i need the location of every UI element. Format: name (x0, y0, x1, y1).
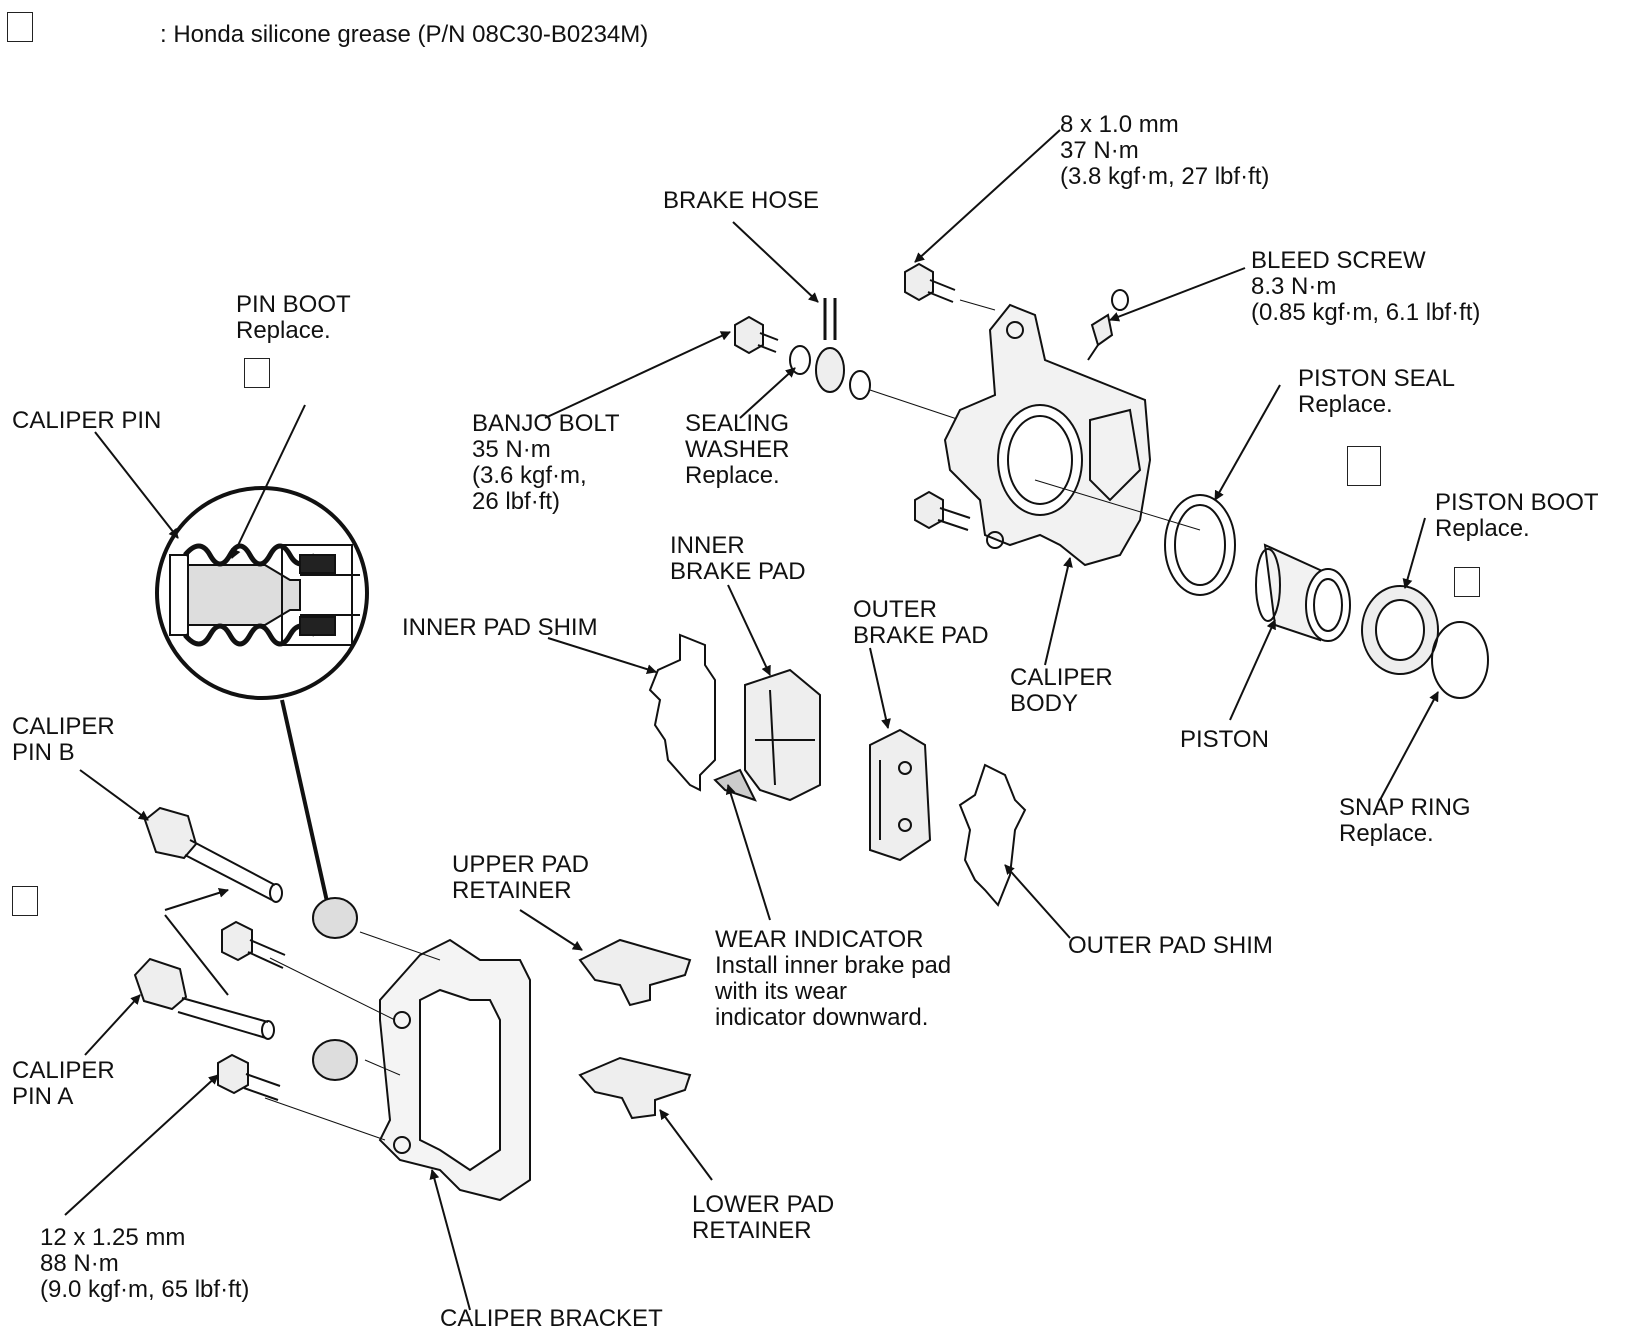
piston-part (1255, 543, 1351, 642)
label-brake-hose: BRAKE HOSE (663, 187, 820, 214)
snap-ring-part (1431, 621, 1489, 699)
upper-pad-retainer-part (578, 938, 692, 1007)
caliper-pin-b-part (143, 806, 283, 903)
grease-symbol-piston-boot (1454, 567, 1480, 597)
caliper-body-part (943, 303, 1152, 567)
inner-brake-pad-part (713, 668, 821, 802)
sealing-washers (789, 345, 871, 400)
piston-seal-part (1164, 494, 1236, 596)
outer-pad-shim-part (958, 763, 1027, 907)
grease-legend-text: : Honda silicone grease (P/N 08C30-B0234… (160, 21, 649, 48)
caliper-bracket-part (378, 938, 531, 1202)
label-piston: PISTON (1180, 726, 1269, 753)
leader-lines (64, 129, 1439, 1311)
label-caliper-pin: CALIPER PIN (12, 407, 162, 434)
grease-symbol-piston-seal (1347, 446, 1381, 486)
grease-symbol-legend (7, 12, 33, 42)
label-caliper-bracket: CALIPER BRACKET (440, 1305, 663, 1332)
grease-symbol-caliper-pins (12, 886, 38, 916)
caliper-pin-a-part (133, 957, 275, 1040)
caliper-pin-detail-view (155, 486, 369, 700)
bracket-bolts (217, 920, 286, 1101)
caliper-body-bolts (904, 262, 971, 531)
lower-pad-retainer-part (578, 1056, 692, 1120)
inner-pad-shim-part (648, 633, 716, 792)
brake-hose-part (815, 298, 845, 393)
outer-brake-pad-part (869, 728, 932, 862)
label-outer-pad-shim: OUTER PAD SHIM (1068, 932, 1273, 959)
pin-boots (312, 897, 358, 1081)
banjo-bolt-part (734, 315, 779, 355)
label-inner-pad-shim: INNER PAD SHIM (402, 614, 598, 641)
bleed-screw-part (1087, 289, 1129, 361)
piston-boot-part (1361, 585, 1439, 675)
grease-symbol-pin-boot (244, 358, 270, 388)
